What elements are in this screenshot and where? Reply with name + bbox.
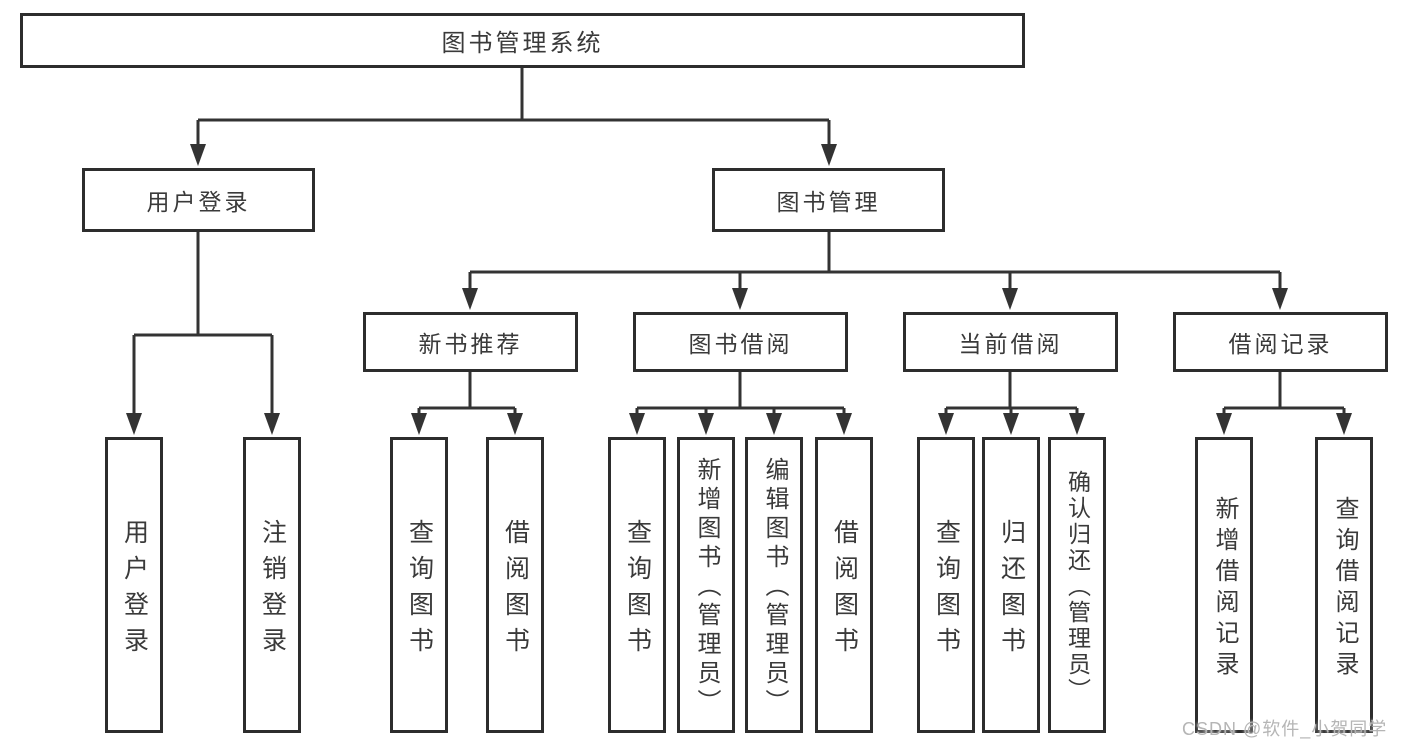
- arrowhead-icon: [1002, 288, 1018, 310]
- node-borrowing-records: 借阅记录: [1173, 312, 1388, 372]
- arrowhead-icon: [836, 413, 852, 435]
- arrowhead-icon: [698, 413, 714, 435]
- arrowhead-icon: [126, 413, 142, 435]
- leaf-add-book-admin: 新增图书（管理员）: [677, 437, 735, 733]
- arrowhead-icon: [732, 288, 748, 310]
- arrowhead-icon: [411, 413, 427, 435]
- leaf-user-login: 用户登录: [105, 437, 163, 733]
- arrowhead-icon: [1336, 413, 1352, 435]
- leaf-borrow-books-recommend: 借阅图书: [486, 437, 544, 733]
- arrowhead-icon: [821, 144, 837, 166]
- node-new-book-recommend: 新书推荐: [363, 312, 578, 372]
- node-library-system: 图书管理系统: [20, 13, 1025, 68]
- watermark: CSDN @软件_小贺同学: [1182, 719, 1388, 739]
- arrowhead-icon: [190, 144, 206, 166]
- leaf-confirm-return-admin: 确认归还（管理员）: [1048, 437, 1106, 733]
- leaf-borrow-books-borrowing: 借阅图书: [815, 437, 873, 733]
- leaf-query-books-current: 查询图书: [917, 437, 975, 733]
- leaf-query-books-recommend: 查询图书: [390, 437, 448, 733]
- leaf-edit-book-admin: 编辑图书（管理员）: [745, 437, 803, 733]
- node-book-management: 图书管理: [712, 168, 945, 232]
- arrowhead-icon: [462, 288, 478, 310]
- leaf-query-books-borrowing: 查询图书: [608, 437, 666, 733]
- leaf-add-borrow-record: 新增借阅记录: [1195, 437, 1253, 733]
- arrowhead-icon: [1069, 413, 1085, 435]
- arrowhead-icon: [1216, 413, 1232, 435]
- arrowhead-icon: [938, 413, 954, 435]
- arrowhead-icon: [1003, 413, 1019, 435]
- leaf-return-book: 归还图书: [982, 437, 1040, 733]
- arrowhead-icon: [507, 413, 523, 435]
- arrowhead-icon: [1272, 288, 1288, 310]
- node-current-borrowing: 当前借阅: [903, 312, 1118, 372]
- arrowhead-icon: [766, 413, 782, 435]
- arrowhead-icon: [629, 413, 645, 435]
- leaf-logout: 注销登录: [243, 437, 301, 733]
- arrowhead-icon: [264, 413, 280, 435]
- node-book-borrowing: 图书借阅: [633, 312, 848, 372]
- node-user-login: 用户登录: [82, 168, 315, 232]
- leaf-query-borrow-record: 查询借阅记录: [1315, 437, 1373, 733]
